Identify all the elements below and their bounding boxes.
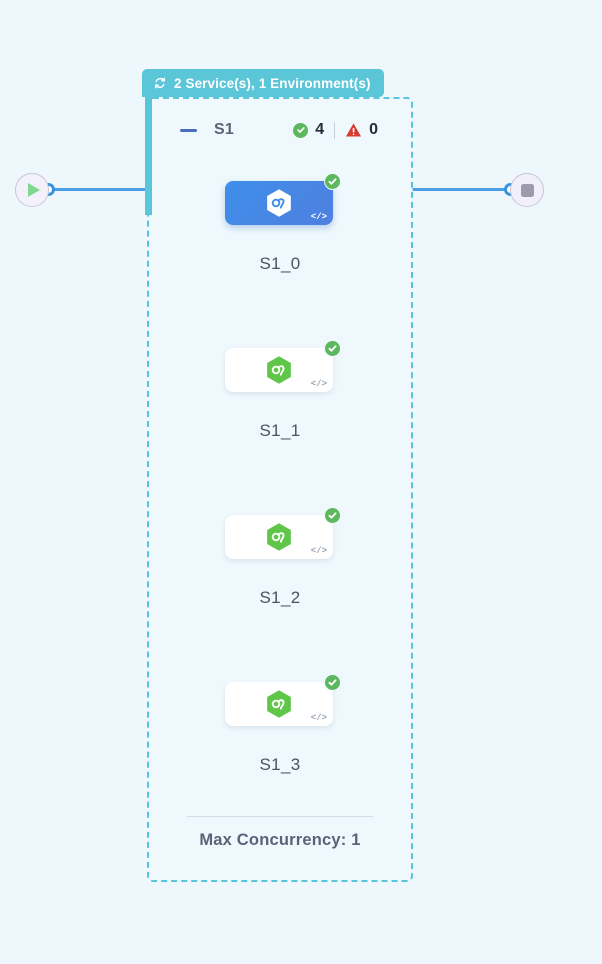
minus-icon[interactable] xyxy=(180,128,197,132)
check-circle-icon xyxy=(293,122,309,138)
service-node-s1-2[interactable]: </> xyxy=(225,507,341,559)
service-group-container[interactable] xyxy=(147,97,413,882)
check-circle-icon xyxy=(324,507,341,524)
edge-group-to-end xyxy=(412,188,512,191)
edge-start-to-group xyxy=(48,188,150,191)
start-node[interactable] xyxy=(15,173,49,207)
service-node-s1-1[interactable]: </> xyxy=(225,340,341,392)
success-count: 4 xyxy=(315,121,325,138)
hexagon-service-icon xyxy=(267,189,291,217)
warning-triangle-icon xyxy=(345,122,362,138)
check-circle-icon xyxy=(324,173,341,190)
stop-icon xyxy=(520,183,534,197)
warning-count: 0 xyxy=(369,121,378,138)
stat-divider xyxy=(334,121,336,139)
play-icon xyxy=(28,183,40,197)
refresh-loop-icon xyxy=(153,76,167,90)
footer-divider xyxy=(187,816,373,817)
code-brackets-icon: </> xyxy=(310,212,327,222)
group-subheader: S1 4 0 xyxy=(147,112,413,148)
hexagon-service-icon xyxy=(267,690,291,718)
hexagon-service-icon xyxy=(267,523,291,551)
group-header-label: 2 Service(s), 1 Environment(s) xyxy=(174,75,371,91)
max-concurrency-label: Max Concurrency: 1 xyxy=(199,831,361,849)
service-node-s1-3[interactable]: </> xyxy=(225,674,341,726)
code-brackets-icon: </> xyxy=(310,379,327,389)
service-node-label-s1-2: S1_2 xyxy=(259,588,301,607)
service-node-s1-0[interactable]: </> xyxy=(225,173,341,225)
code-brackets-icon: </> xyxy=(310,713,327,723)
group-service-name: S1 xyxy=(214,121,234,138)
end-node[interactable] xyxy=(510,173,544,207)
service-node-label-s1-0: S1_0 xyxy=(259,254,301,273)
code-brackets-icon: </> xyxy=(310,546,327,556)
check-circle-icon xyxy=(324,340,341,357)
check-circle-icon xyxy=(324,674,341,691)
group-header-badge[interactable]: 2 Service(s), 1 Environment(s) xyxy=(142,69,384,97)
group-status-stats: 4 0 xyxy=(293,121,378,139)
group-left-accent-bar xyxy=(145,70,152,215)
service-node-label-s1-3: S1_3 xyxy=(259,755,301,774)
hexagon-service-icon xyxy=(267,356,291,384)
service-node-label-s1-1: S1_1 xyxy=(259,421,301,440)
